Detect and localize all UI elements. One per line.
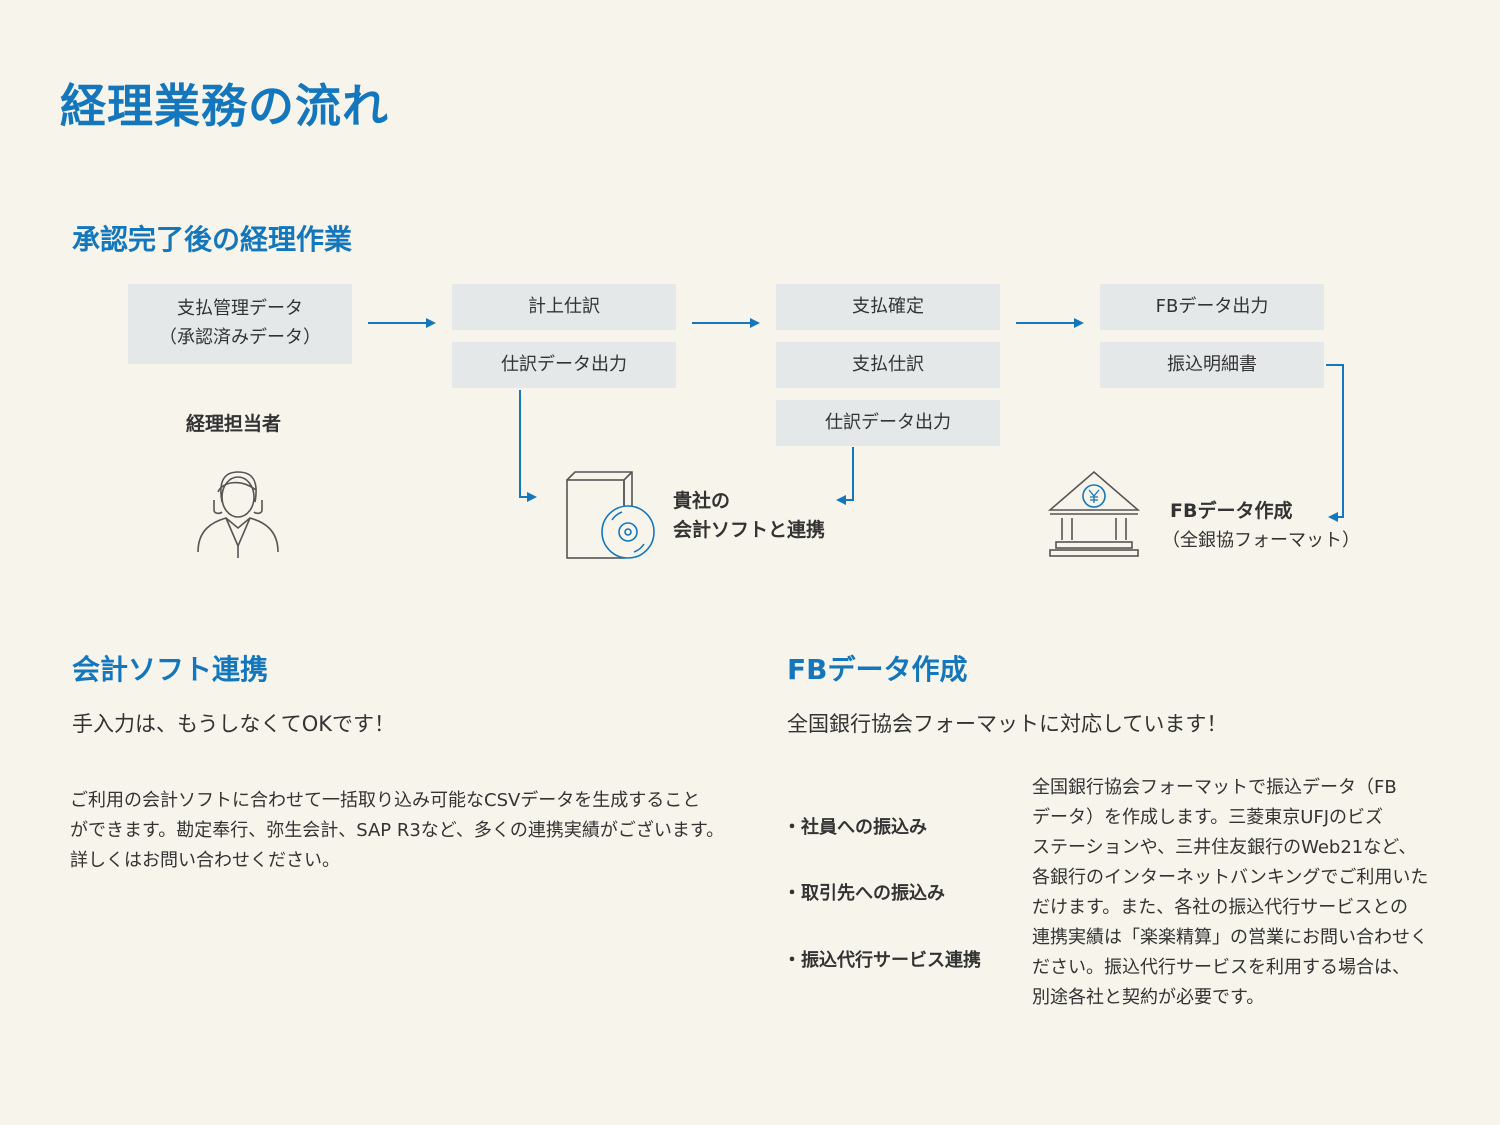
person-icon xyxy=(197,471,279,558)
software-label-line2: 会計ソフトと連携 xyxy=(673,519,826,541)
body-line: ださい。振込代行サービスを利用する場合は、 xyxy=(1032,957,1410,978)
fb-section-lead: 全国銀行協会フォーマットに対応しています！ xyxy=(787,712,1228,736)
flow-box-accounting-entry: 計上仕訳 xyxy=(452,284,676,330)
flow-heading: 承認完了後の経理作業 xyxy=(72,223,353,256)
flow-box-journal-output-2: 仕訳データ出力 xyxy=(776,400,1000,446)
flow-box-label: 計上仕訳 xyxy=(528,295,600,317)
software-cd-icon xyxy=(566,471,655,559)
fb-bullet-employee: ・社員への振込み xyxy=(783,817,927,838)
flow-box-fb-output: FBデータ出力 xyxy=(1100,284,1324,330)
fb-section-body: 全国銀行協会フォーマットで振込データ（FB データ）を作成します。三菱東京UFJ… xyxy=(1032,773,1452,1013)
body-line: ができます。勘定奉行、弥生会計、SAP R3など、多くの連携実績がございます。 xyxy=(70,820,725,841)
flow-box-label: 仕訳データ出力 xyxy=(825,411,951,433)
body-line: ステーションや、三井住友銀行のWeb21など、 xyxy=(1032,837,1417,858)
page-title: 経理業務の流れ xyxy=(60,79,389,133)
software-label-line1: 貴社の xyxy=(673,490,731,512)
flow-box-payment-data: 支払管理データ （承認済みデータ） xyxy=(128,284,352,364)
arrow-icon xyxy=(368,318,1344,522)
fb-section-heading: FBデータ作成 xyxy=(787,653,968,686)
body-line: 詳しくはお問い合わせください。 xyxy=(70,850,340,871)
body-line: ご利用の会計ソフトに合わせて一括取り込み可能なCSVデータを生成すること xyxy=(70,790,701,811)
body-line: だけます。また、各社の振込代行サービスとの xyxy=(1032,897,1409,918)
flow-box-payment-confirm: 支払確定 xyxy=(776,284,1000,330)
body-line: 全国銀行協会フォーマットで振込データ（FB xyxy=(1032,777,1397,798)
flow-box-transfer-statement: 振込明細書 xyxy=(1100,342,1324,388)
body-line: データ）を作成します。三菱東京UFJのビズ xyxy=(1032,807,1384,828)
flow-box-label: FBデータ出力 xyxy=(1155,295,1269,317)
software-section-heading: 会計ソフト連携 xyxy=(72,653,269,686)
flow-box-payment-entry: 支払仕訳 xyxy=(776,342,1000,388)
body-line: 別途各社と契約が必要です。 xyxy=(1032,987,1265,1008)
flow-box-label: 仕訳データ出力 xyxy=(501,353,627,375)
flow-box-journal-output: 仕訳データ出力 xyxy=(452,342,676,388)
fb-bullet-agency: ・振込代行サービス連携 xyxy=(783,950,981,971)
bank-yen-icon xyxy=(1047,470,1141,557)
fb-bullet-supplier: ・取引先への振込み xyxy=(783,883,945,904)
flow-box-label: 支払管理データ （承認済みデータ） xyxy=(159,298,321,348)
flow-box-label: 振込明細書 xyxy=(1167,353,1257,375)
fb-label-line2: （全銀協フォーマット） xyxy=(1162,530,1360,551)
person-label: 経理担当者 xyxy=(186,413,282,435)
software-section-lead: 手入力は、もうしなくてOKです！ xyxy=(72,712,396,736)
body-line: 各銀行のインターネットバンキングでご利用いた xyxy=(1032,867,1429,888)
flow-box-label: 支払確定 xyxy=(852,295,924,317)
software-section-body: ご利用の会計ソフトに合わせて一括取り込み可能なCSVデータを生成すること ができ… xyxy=(70,786,750,876)
fb-label-line1: FBデータ作成 xyxy=(1170,500,1293,522)
body-line: 連携実績は「楽楽精算」の営業にお問い合わせく xyxy=(1032,927,1428,948)
flow-box-label: 支払仕訳 xyxy=(852,353,924,375)
